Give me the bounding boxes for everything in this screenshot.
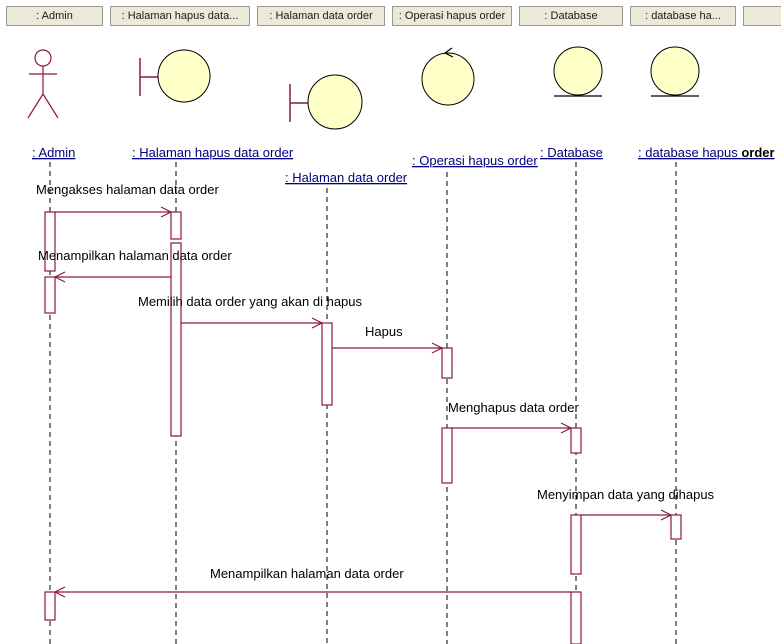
- activation-admin-3: [44, 591, 56, 621]
- object-label-operasi: : Operasi hapus order: [412, 153, 538, 168]
- object-label-database: : Database: [540, 145, 603, 160]
- activations: [44, 211, 682, 644]
- message-label-5: Menghapus data order: [448, 400, 579, 415]
- activation-database-3: [570, 591, 582, 644]
- tab-overflow: [743, 6, 781, 26]
- activation-halaman-hapus-2: [170, 242, 182, 437]
- message-label-4: Hapus: [365, 324, 403, 339]
- actor-icon[interactable]: [27, 49, 59, 119]
- boundary-icon-halaman-hapus[interactable]: [139, 49, 211, 103]
- message-label-7: Menampilkan halaman data order: [210, 566, 404, 581]
- object-label-admin: : Admin: [32, 145, 75, 160]
- message-label-1: Mengakses halaman data order: [36, 182, 220, 197]
- tab-database-hapus[interactable]: : database ha...: [630, 6, 736, 26]
- tab-database[interactable]: : Database: [519, 6, 623, 26]
- activation-operasi-1: [441, 347, 453, 379]
- message-label-3: Memilih data order yang akan di hapus: [138, 294, 363, 309]
- tab-halaman-hapus-data[interactable]: : Halaman hapus data...: [110, 6, 250, 26]
- object-label-halaman-data: : Halaman data order: [285, 170, 408, 185]
- tab-halaman-data-order[interactable]: : Halaman data order: [257, 6, 385, 26]
- boundary-icon-halaman-data[interactable]: [289, 74, 363, 130]
- object-label-halaman-hapus: : Halaman hapus data order: [132, 145, 294, 160]
- activation-database-1: [570, 427, 582, 454]
- lifelines: [49, 162, 677, 644]
- object-label-database-hapus: : database hapus order: [638, 145, 775, 160]
- activation-operasi-2: [441, 427, 453, 484]
- tab-admin[interactable]: : Admin: [6, 6, 103, 26]
- entity-icon-database-hapus[interactable]: [650, 46, 700, 97]
- entity-icon-database[interactable]: [553, 46, 603, 97]
- control-icon-operasi[interactable]: [421, 47, 475, 106]
- tab-operasi-hapus-order[interactable]: : Operasi hapus order: [392, 6, 512, 26]
- message-label-2: Menampilkan halaman data order: [38, 248, 232, 263]
- activation-halaman-hapus-1: [170, 211, 182, 240]
- activation-halaman-data: [321, 322, 333, 406]
- object-header-bar: : Admin : Halaman hapus data... : Halama…: [0, 0, 781, 32]
- activation-database-hapus: [670, 514, 682, 540]
- message-label-6: Menyimpan data yang dihapus: [537, 487, 715, 502]
- activation-admin-2: [44, 276, 56, 314]
- activation-admin-1: [44, 211, 56, 272]
- activation-database-2: [570, 514, 582, 575]
